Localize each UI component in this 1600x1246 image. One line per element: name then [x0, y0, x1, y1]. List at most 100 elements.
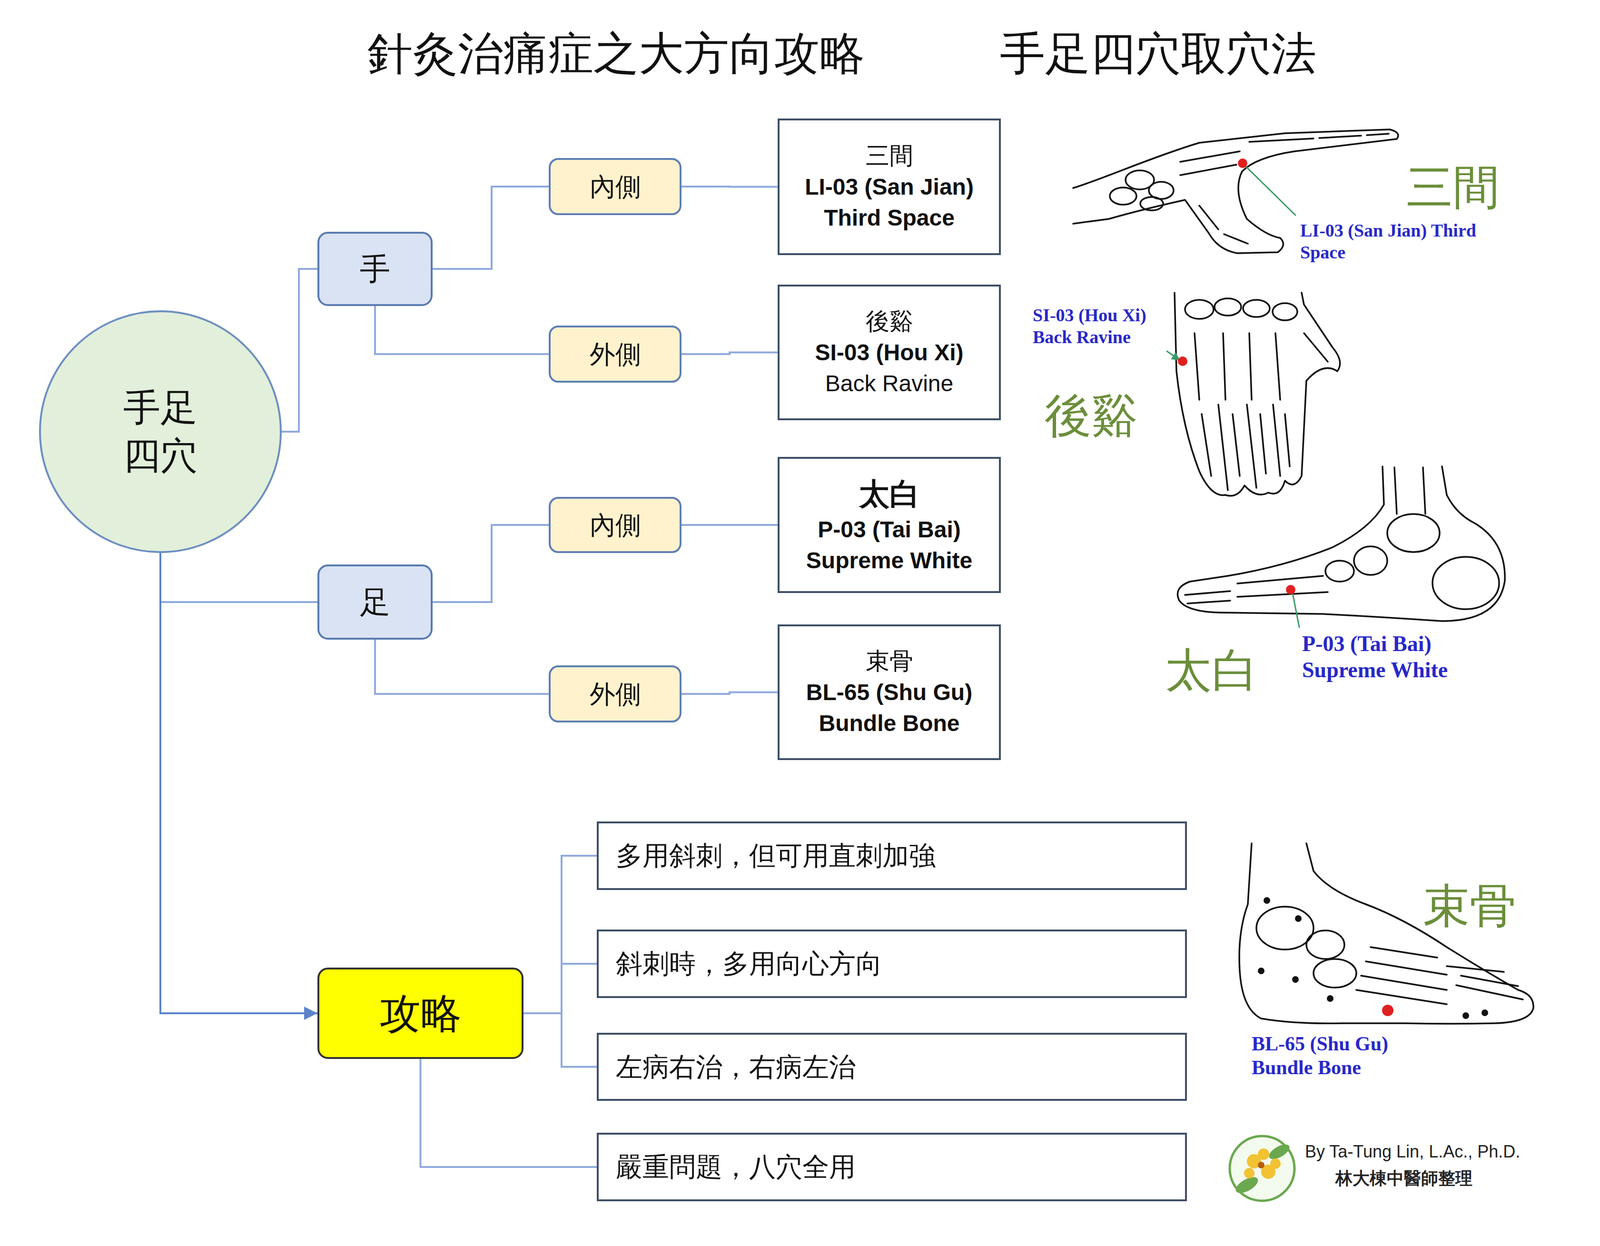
drawing-part [1229, 1135, 1295, 1201]
connector [160, 553, 318, 1014]
connector [523, 855, 597, 1014]
drawing-part [1244, 1167, 1255, 1179]
drawing-part [1285, 584, 1296, 595]
point-box: 後谿SI-03 (Hou Xi)Back Ravine [777, 284, 1001, 421]
node-text: 手 [359, 248, 391, 290]
node-text: 足 [359, 581, 391, 623]
strategy-item: 斜刺時，多用向心方向 [596, 929, 1187, 998]
drawing-part [1266, 1141, 1293, 1162]
drawing-part [1382, 1004, 1394, 1017]
point-callout: SI-03 (Hou Xi) Back Ravine [1032, 304, 1164, 348]
node-text: 外側 [589, 336, 642, 372]
connector [523, 1013, 597, 1067]
strategy-box: 攻略 [317, 967, 524, 1059]
connector [523, 963, 597, 1014]
node-text: Third Space [823, 202, 955, 234]
node-text: 內側 [589, 169, 642, 205]
side-box: 內側 [548, 158, 682, 216]
drawing-part [1272, 303, 1298, 321]
point-box: 太白P-03 (Tai Bai)Supreme White [777, 456, 1001, 593]
node-text: Bundle Bone [819, 708, 960, 740]
root-circle: 手足 四穴 [39, 310, 282, 554]
node-text: 左病右治，右病左治 [615, 1048, 856, 1086]
node-text: 後谿 [865, 305, 914, 338]
node-text: LI-03 (San Jian) [804, 171, 974, 203]
drawing-part [1243, 299, 1270, 317]
drawing-part [1270, 1158, 1281, 1169]
foot-medial-illustration [1177, 466, 1505, 628]
connector [681, 352, 778, 355]
point-name-label: 三間 [1406, 159, 1500, 216]
node-text: 嚴重問題，八穴全用 [615, 1148, 856, 1186]
drawing-part [1109, 187, 1137, 205]
point-box: 束骨BL-65 (Shu Gu)Bundle Bone [777, 624, 1001, 761]
connector [681, 692, 778, 695]
drawing-part [1257, 1148, 1270, 1160]
drawing-part [1292, 976, 1299, 983]
connector [281, 268, 318, 432]
strategy-item: 左病右治，右病左治 [596, 1032, 1187, 1101]
drawing-part [1237, 158, 1248, 168]
drawing-part [1185, 467, 1426, 604]
node-text: 內側 [589, 507, 642, 543]
category-box: 足 [317, 564, 433, 640]
drawing-part [1356, 947, 1523, 1005]
node-text: 手足 四穴 [117, 383, 203, 481]
category-box: 手 [317, 231, 433, 307]
drawing-part [1325, 560, 1354, 582]
point-callout: LI-03 (San Jian) Third Space [1300, 219, 1491, 264]
drawing-part [1292, 592, 1300, 628]
drawing-part [1214, 298, 1242, 316]
node-text: 攻略 [379, 985, 462, 1041]
connector [432, 186, 549, 269]
drawing-part [1306, 930, 1345, 959]
point-callout: P-03 (Tai Bai) Supreme White [1302, 630, 1507, 683]
drawing-part [1171, 353, 1180, 360]
point-name-label: 後谿 [1044, 387, 1138, 445]
point-name-label: 束骨 [1422, 878, 1517, 935]
node-text: 三間 [865, 139, 914, 173]
logo [1229, 1135, 1295, 1201]
drawing-part [1185, 299, 1214, 319]
drawing-part [1481, 1009, 1489, 1017]
node-text: 太白 [859, 473, 920, 515]
drawing-part [1353, 546, 1388, 575]
author-credit: 林大棟中醫師整理 [1335, 1167, 1473, 1189]
drawing-part [1256, 906, 1314, 950]
drawing-part [1140, 197, 1164, 211]
node-text: P-03 (Tai Bai) [817, 514, 961, 546]
drawing-part [1194, 333, 1328, 491]
drawing-part [1294, 915, 1302, 922]
side-box: 外側 [548, 665, 682, 723]
side-box: 外側 [548, 325, 682, 383]
node-text: 多用斜刺，但可用直刺加強 [615, 837, 936, 874]
point-name-label: 太白 [1165, 642, 1259, 699]
drawing-part [1462, 1012, 1470, 1019]
drawing-part [1245, 166, 1296, 216]
drawing-part [1174, 292, 1341, 496]
strategy-item: 嚴重問題，八穴全用 [596, 1132, 1187, 1202]
drawing-part [1326, 995, 1334, 1002]
node-text: SI-03 (Hou Xi) [814, 337, 964, 369]
point-box: 三間LI-03 (San Jian)Third Space [777, 118, 1001, 256]
foot-lateral-illustration [1239, 843, 1534, 1024]
connector [681, 185, 778, 188]
connector [432, 524, 549, 603]
title: 針灸治痛症之大方向攻略 [367, 26, 865, 81]
node-text: BL-65 (Shu Gu) [806, 677, 973, 709]
node-text: Supreme White [806, 545, 973, 577]
drawing-part [1313, 958, 1357, 988]
connector [375, 639, 549, 694]
drawing-part [1257, 1161, 1265, 1169]
drawing-part [1263, 897, 1271, 904]
node-text: 外側 [589, 676, 642, 712]
drawing-part [1177, 356, 1188, 366]
connector [420, 1058, 598, 1167]
subtitle: 手足四穴取穴法 [999, 26, 1317, 81]
drawing-part [1177, 466, 1505, 622]
point-callout: BL-65 (Shu Gu) Bundle Bone [1251, 1031, 1452, 1080]
node-text: 斜刺時，多用向心方向 [615, 945, 883, 982]
node-text: 束骨 [865, 645, 914, 678]
connector [375, 306, 549, 355]
